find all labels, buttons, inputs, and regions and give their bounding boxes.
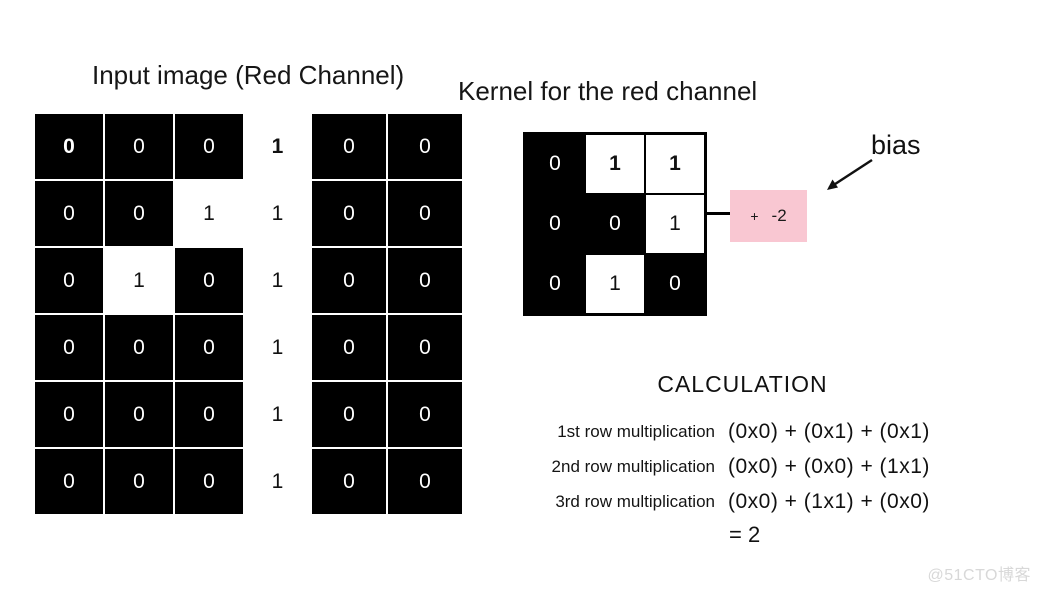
input-grid-cell: 0 [35,449,103,514]
input-grid-cell: 0 [175,382,243,447]
input-grid-cell: 0 [312,315,386,380]
input-grid-cell: 1 [245,382,310,447]
input-grid-cell: 0 [35,114,103,179]
input-grid-cell: 0 [105,114,173,179]
input-grid-cell: 1 [245,114,310,179]
input-grid-cell: 0 [105,382,173,447]
input-grid-cell: 0 [312,382,386,447]
input-grid-cell: 0 [35,315,103,380]
bias-arrow-icon [827,158,873,190]
kernel-grid-cell: 0 [646,255,704,313]
bias-label: bias [871,130,921,160]
plus-operator: + [750,208,759,224]
calculation-title: CALCULATION [657,371,828,397]
calc-row-formula: (0x0) + (0x0) + (1x1) [728,455,930,478]
calc-row-formula: (0x0) + (0x1) + (0x1) [728,420,930,443]
kernel-grid-cell: 0 [586,195,644,253]
kernel-grid-cell: 0 [526,135,584,193]
calc-row-formula: (0x0) + (1x1) + (0x0) [728,490,930,513]
input-grid-cell: 0 [105,315,173,380]
input-grid-cell: 0 [388,114,462,179]
input-grid-cell: 0 [388,181,462,246]
calc-row-label: 2nd row multiplication [551,457,715,476]
kernel-grid-cell: 1 [646,135,704,193]
input-grid-cell: 1 [245,315,310,380]
kernel-bias-connector-line [705,212,730,215]
kernel-grid-cell: 0 [526,195,584,253]
calculation-result: = 2 [729,522,761,547]
input-grid-cell: 1 [105,248,173,313]
input-grid-cell: 0 [35,382,103,447]
input-grid-cell: 0 [388,248,462,313]
input-grid-cell: 0 [312,181,386,246]
calc-row-label: 1st row multiplication [557,422,715,441]
input-grid-cell: 1 [175,181,243,246]
kernel-grid-title: Kernel for the red channel [458,76,758,106]
bias-value: -2 [771,206,787,225]
input-grid-cell: 0 [388,449,462,514]
input-grid-cell: 0 [175,315,243,380]
input-grid-cell: 0 [388,382,462,447]
input-grid-cell: 0 [35,181,103,246]
input-grid-cell: 0 [105,181,173,246]
input-grid-cell: 1 [245,248,310,313]
kernel-grid-cell: 1 [646,195,704,253]
input-grid-cell: 0 [35,248,103,313]
input-grid-cell: 0 [175,114,243,179]
input-grid-title: Input image (Red Channel) [92,60,405,90]
input-grid-cell: 0 [312,248,386,313]
input-grid-cell: 1 [245,449,310,514]
kernel-grid-cell: 0 [526,255,584,313]
input-grid-cell: 1 [245,181,310,246]
kernel-grid-cell: 1 [586,255,644,313]
input-grid-cell: 0 [105,449,173,514]
input-grid-cell: 0 [312,449,386,514]
input-grid-cell: 0 [175,248,243,313]
bias-value-box: + -2 [730,190,807,242]
input-grid-cell: 0 [175,449,243,514]
input-grid-cell: 0 [312,114,386,179]
kernel-grid-cell: 1 [586,135,644,193]
calc-row-label: 3rd row multiplication [555,492,715,511]
watermark: @51CTO博客 [927,567,1031,584]
input-grid-cell: 0 [388,315,462,380]
